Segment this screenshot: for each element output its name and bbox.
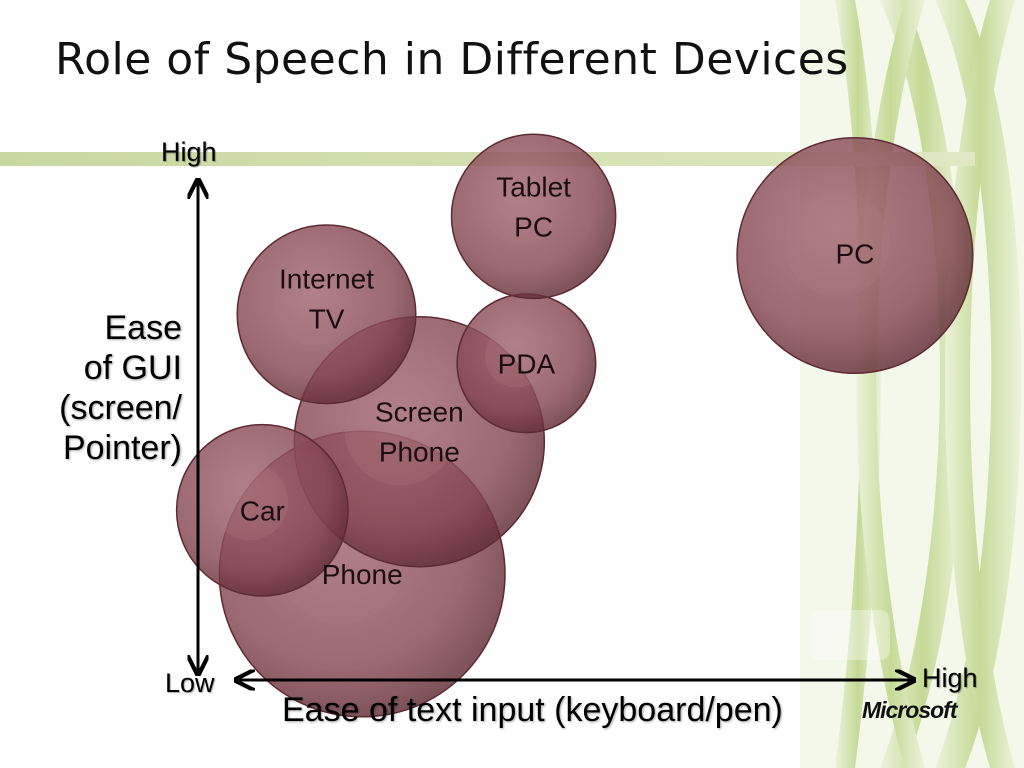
bubble-label-tablet-pc: PC: [514, 211, 553, 242]
y-axis-title-line: (screen/: [59, 389, 182, 427]
faint-speech-bubble: [810, 610, 890, 660]
bubble-label-internet-tv: TV: [309, 303, 345, 334]
bubble-highlight: [484, 171, 559, 246]
bubble-pc: [736, 136, 974, 375]
x-axis-low-label: Low: [165, 668, 215, 698]
x-axis-title: Ease of text input (keyboard/pen): [282, 691, 783, 729]
bubble-highlight: [210, 463, 288, 541]
microsoft-logo: Microsoft: [862, 697, 957, 723]
bubble-label-pc: PC: [835, 239, 874, 270]
bubble-group: PhoneScreenPhoneCarInternetTVPDATabletPC…: [175, 133, 974, 718]
y-axis-title: Ease of GUI (screen/ Pointer): [20, 308, 182, 468]
bubble-highlight: [484, 325, 548, 388]
bubble-highlight: [784, 190, 891, 297]
bubble-car: [175, 423, 349, 597]
bubble-highlight: [344, 373, 457, 486]
y-axis-title-line: Pointer): [62, 429, 182, 467]
bubble-internet-tv: [236, 224, 417, 405]
y-axis-title-line: of GUI: [83, 349, 182, 387]
bubble-label-internet-tv: Internet: [279, 263, 374, 294]
x-axis-high-label: High: [922, 663, 978, 693]
y-axis-high-label: High: [161, 137, 217, 167]
bubble-label-phone: Phone: [322, 559, 403, 590]
bubble-label-screen-phone: Phone: [379, 437, 460, 468]
bubble-label-tablet-pc: Tablet: [496, 171, 571, 202]
bubble-label-screen-phone: Screen: [375, 397, 464, 428]
bubble-label-car: Car: [240, 495, 285, 526]
bubble-tablet-pc: [450, 133, 617, 300]
slide-title: Role of Speech in Different Devices: [55, 34, 849, 85]
bubble-label-pda: PDA: [498, 348, 556, 379]
bubble-highlight: [272, 265, 354, 346]
y-axis-title-line: Ease: [104, 309, 183, 347]
